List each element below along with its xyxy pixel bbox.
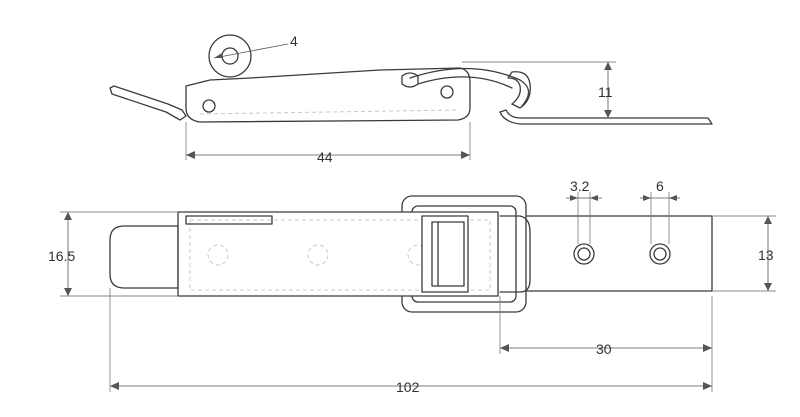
top-view-plate-hole-2 (649, 243, 671, 265)
side-view-keeper-plate (499, 109, 713, 125)
top-view-slot (185, 215, 273, 225)
top-view-clasp (421, 215, 469, 293)
side-view-spring-wire-inner (417, 76, 513, 89)
side-view-spring-wire (409, 67, 530, 107)
dim-plate-width: 13 (758, 247, 774, 263)
dim-hole-diameter: 3.2 (570, 178, 590, 194)
side-view-hidden-edge (199, 109, 459, 115)
top-view-tail-tab (109, 225, 179, 289)
side-view-rear-rivet (202, 99, 216, 113)
top-view-hook-tip (499, 215, 531, 293)
side-view-eye-outer (208, 34, 252, 78)
side-view-tail (109, 85, 187, 121)
top-view-keeper-plate (499, 215, 713, 292)
top-view-rivet-2 (307, 244, 329, 266)
side-view: 4 11 44 (109, 33, 713, 165)
top-view-clasp-inner (431, 221, 465, 287)
dim-body-width: 16.5 (48, 248, 75, 264)
top-view-rivet-1 (207, 244, 229, 266)
side-view-front-rivet (440, 85, 454, 99)
top-view-plate-hole-1 (573, 243, 595, 265)
top-view-plate-hole-2-inner (653, 247, 667, 261)
dim-overall-length: 102 (396, 379, 420, 395)
top-view-hidden-outline (189, 219, 491, 291)
dim-plate-hole-spacing: 30 (596, 341, 612, 357)
dim-hole-pitch-small: 6 (656, 178, 664, 194)
dim-latch-length: 44 (317, 149, 333, 165)
top-view: 16.5 13 3.2 6 30 102 (48, 178, 776, 395)
side-view-hook (507, 71, 531, 109)
dim-closed-height: 11 (598, 84, 613, 100)
top-view-plate-hole-1-inner (577, 247, 591, 261)
dim-eye-diameter: 4 (290, 33, 298, 49)
